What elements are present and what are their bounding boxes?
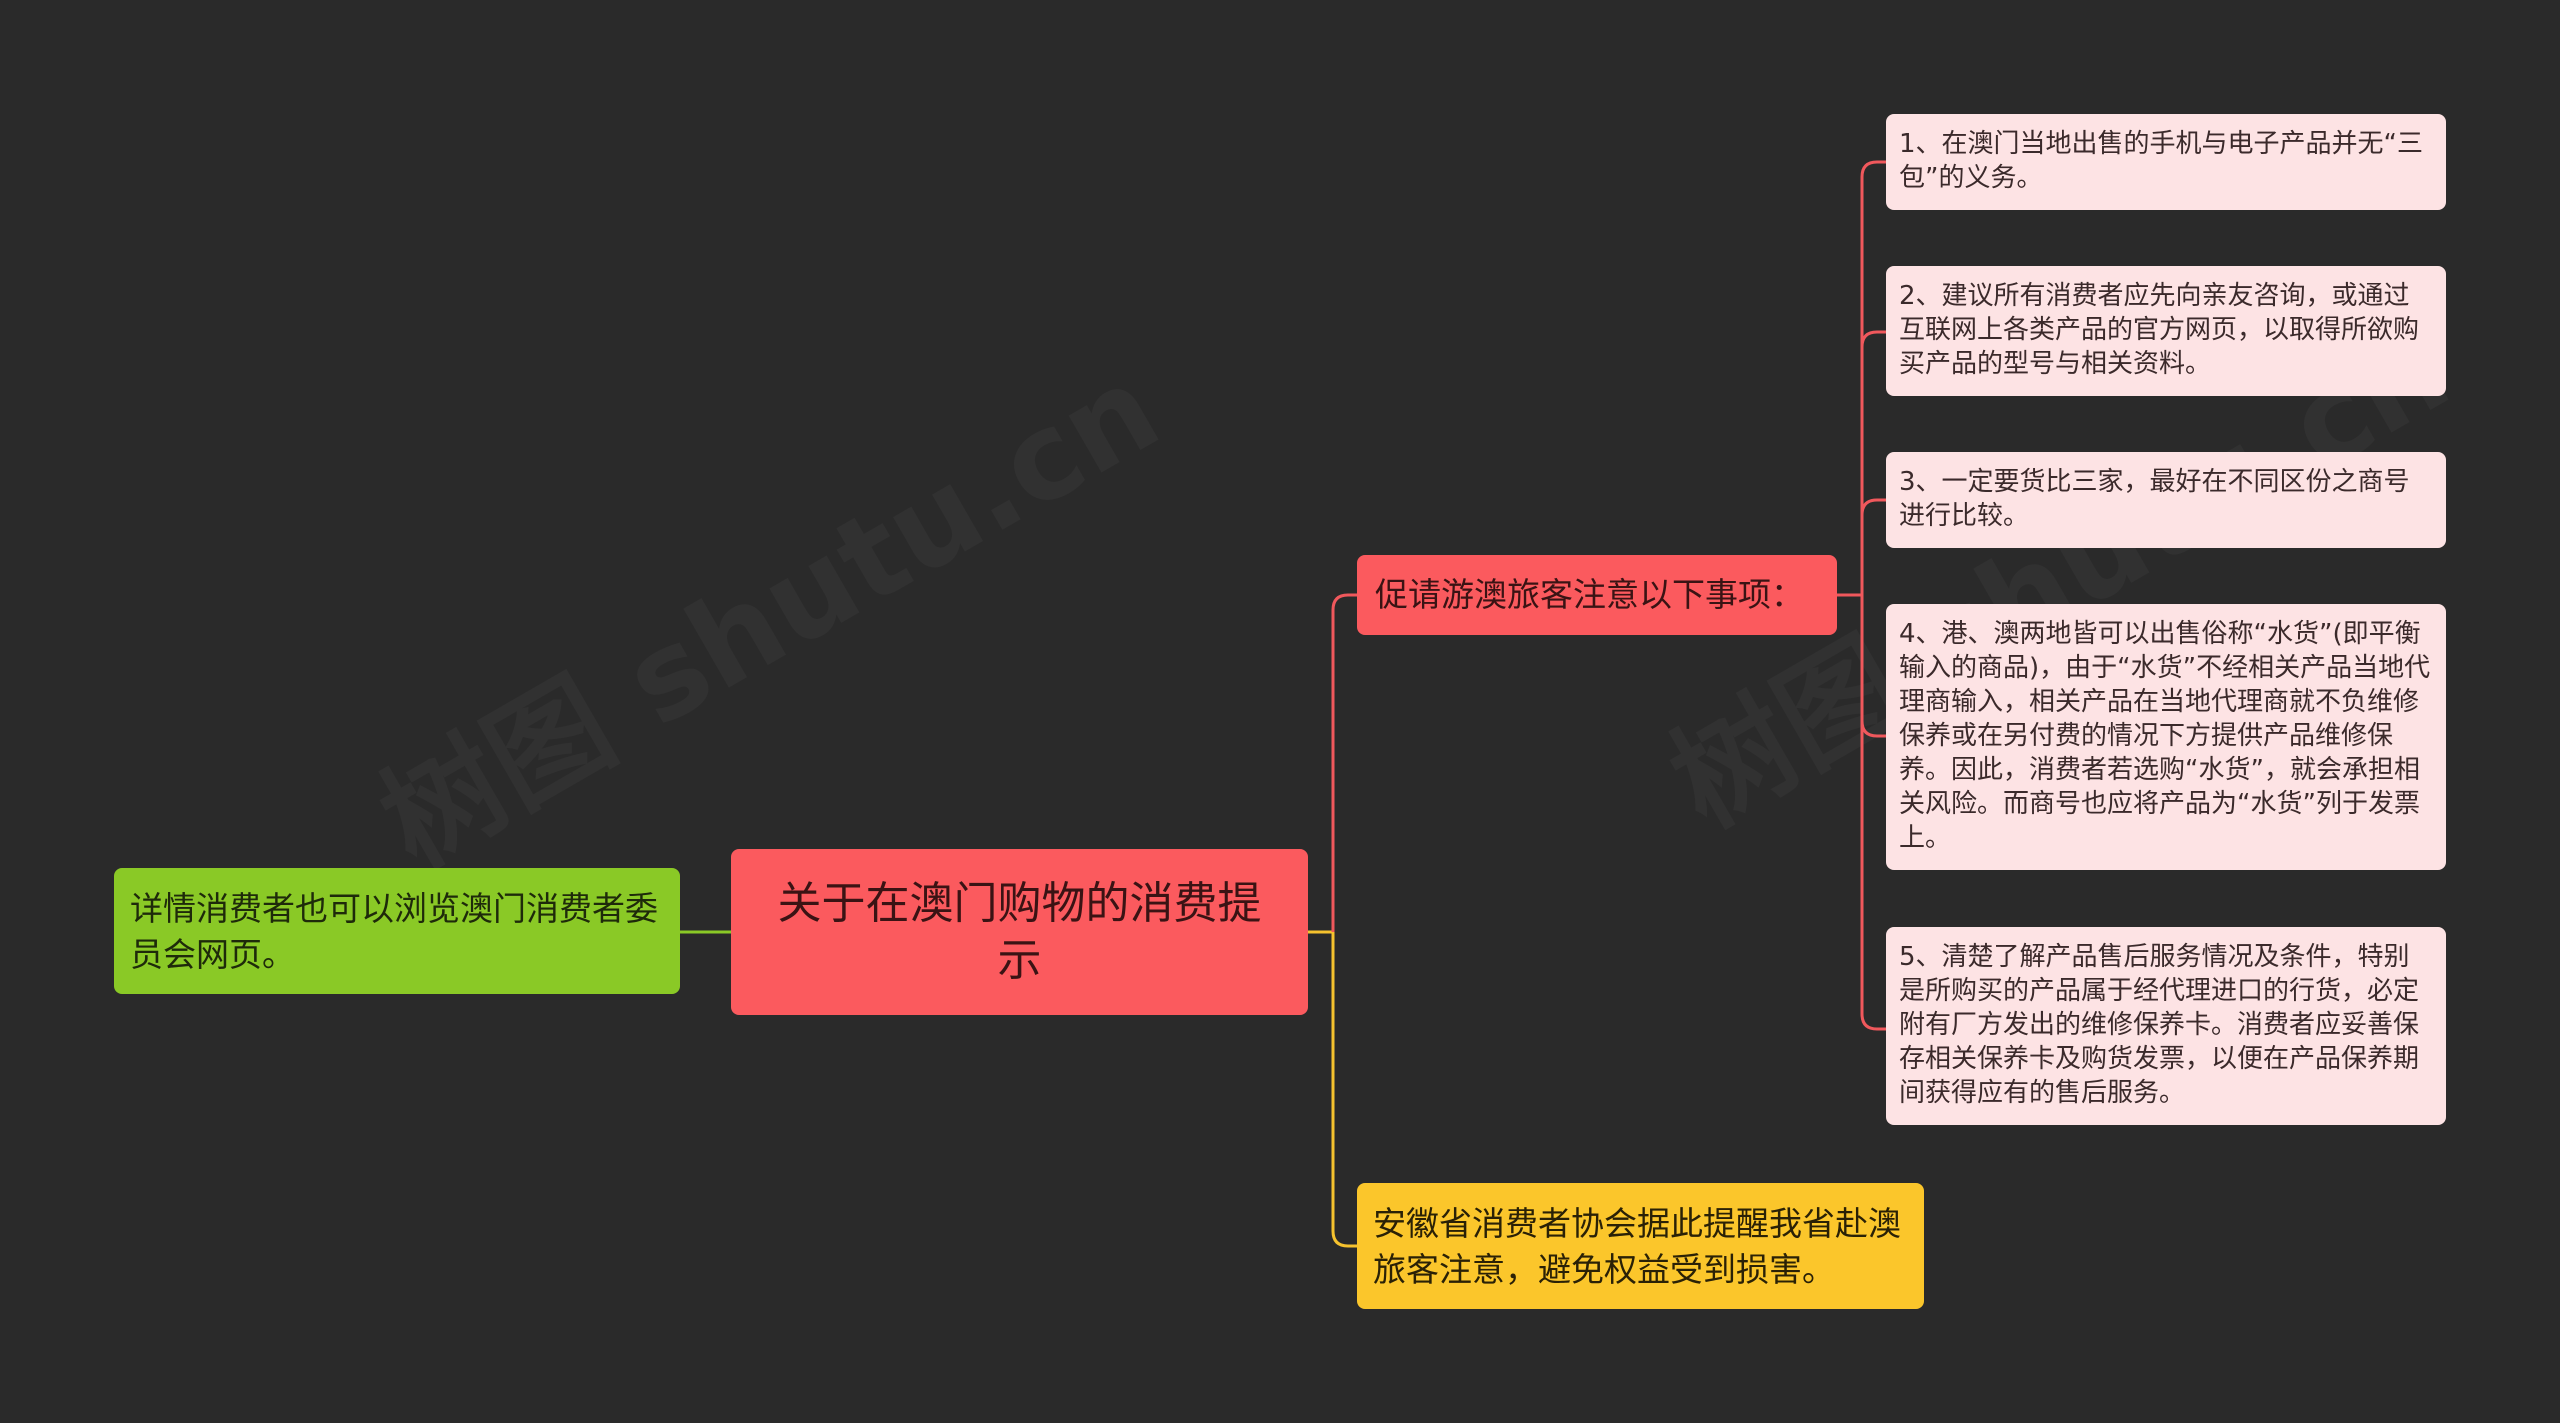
branch-topic-reminder[interactable]: 安徽省消费者协会据此提醒我省赴澳旅客注意，避免权益受到损害。: [1357, 1183, 1924, 1309]
connector-to-red-branch: [1331, 593, 1357, 932]
branch-topic-notice-text: 促请游澳旅客注意以下事项：: [1375, 574, 1804, 614]
connector-leaf-5: [1860, 595, 1886, 1031]
left-topic-text: 详情消费者也可以浏览澳门消费者委员会网页。: [130, 889, 658, 974]
root-topic-text: 关于在澳门购物的消费提示: [777, 877, 1262, 986]
leaf-topic-2-text: 2、建议所有消费者应先向亲友咨询，或通过互联网上各类产品的官方网页，以取得所欲购…: [1899, 281, 2420, 379]
leaf-topic-2[interactable]: 2、建议所有消费者应先向亲友咨询，或通过互联网上各类产品的官方网页，以取得所欲购…: [1886, 266, 2446, 396]
leaf-topic-1[interactable]: 1、在澳门当地出售的手机与电子产品并无“三包”的义务。: [1886, 114, 2446, 210]
connector-leaf-4: [1860, 595, 1886, 738]
leaf-topic-3-text: 3、一定要货比三家，最好在不同区份之商号进行比较。: [1899, 467, 2410, 531]
root-topic[interactable]: 关于在澳门购物的消费提示: [731, 849, 1308, 1015]
leaf-topic-4-text: 4、港、澳两地皆可以出售俗称“水货”(即平衡输入的商品)，由于“水货”不经相关产…: [1899, 619, 2431, 853]
branch-topic-notice[interactable]: 促请游澳旅客注意以下事项：: [1357, 555, 1837, 635]
connector-to-yellow-branch: [1331, 932, 1357, 1248]
leaf-topic-5[interactable]: 5、清楚了解产品售后服务情况及条件，特别是所购买的产品属于经代理进口的行货，必定…: [1886, 927, 2446, 1125]
leaf-topic-3[interactable]: 3、一定要货比三家，最好在不同区份之商号进行比较。: [1886, 452, 2446, 548]
leaf-topic-5-text: 5、清楚了解产品售后服务情况及条件，特别是所购买的产品属于经代理进口的行货，必定…: [1899, 942, 2420, 1108]
leaf-topic-1-text: 1、在澳门当地出售的手机与电子产品并无“三包”的义务。: [1899, 129, 2424, 193]
leaf-topic-4[interactable]: 4、港、澳两地皆可以出售俗称“水货”(即平衡输入的商品)，由于“水货”不经相关产…: [1886, 604, 2446, 870]
left-topic[interactable]: 详情消费者也可以浏览澳门消费者委员会网页。: [114, 868, 680, 994]
connector-leaf-1: [1860, 160, 1886, 595]
branch-topic-reminder-text: 安徽省消费者协会据此提醒我省赴澳旅客注意，避免权益受到损害。: [1373, 1204, 1901, 1289]
connector-leaf-3: [1860, 498, 1886, 595]
connector-leaf-2: [1860, 330, 1886, 595]
